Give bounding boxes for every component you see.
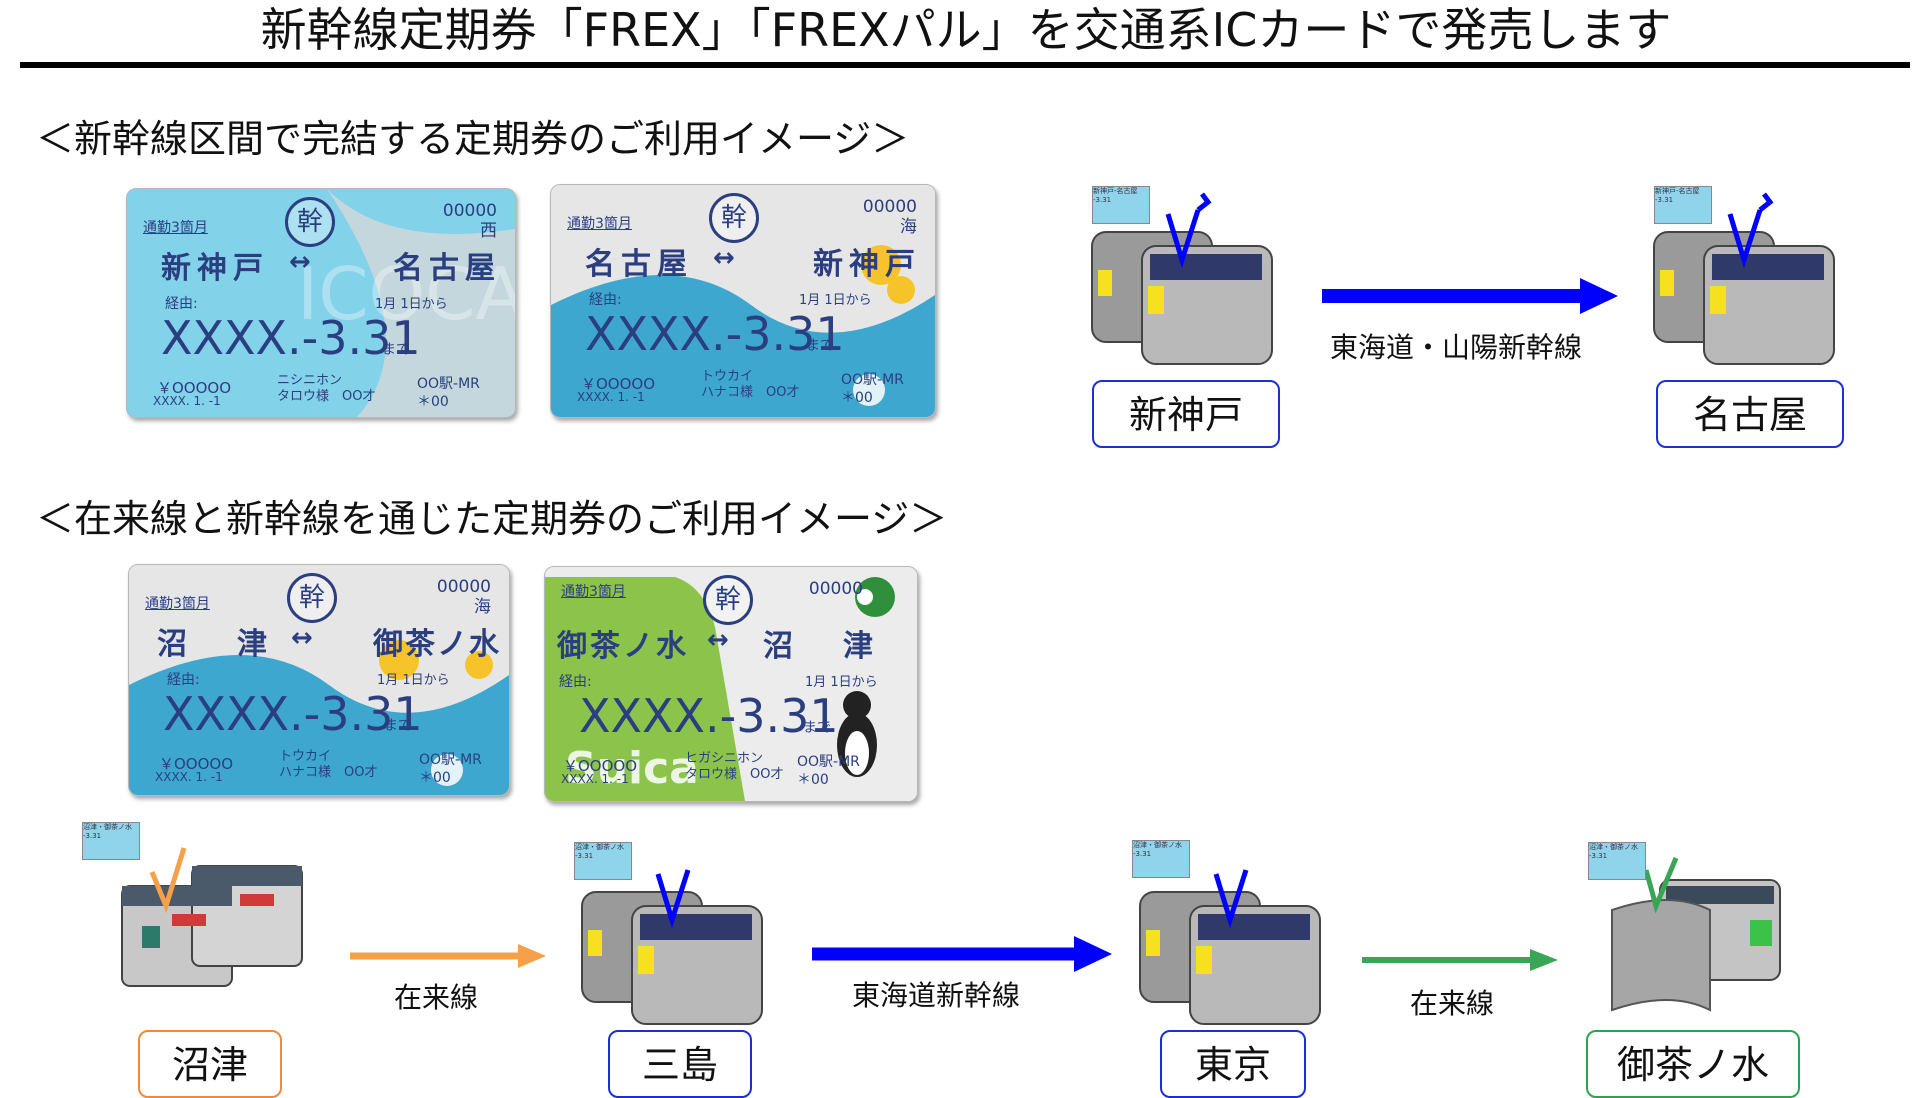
ticket-holder: トウカイハナコ様 OO才 <box>279 749 378 780</box>
ticket-to: 名古屋 <box>393 251 501 286</box>
shinkansen-mark-icon: 幹 <box>703 575 753 625</box>
ticket-serial: 00000 <box>808 579 863 599</box>
ticket-to: 御茶ノ水 <box>373 627 501 662</box>
ticket-via: 経由: <box>167 672 200 688</box>
page-title: 新幹線定期券「FREX」「FREXパル」を交通系ICカードで発売します <box>260 3 1672 57</box>
ticket-until: まで <box>384 718 412 734</box>
ticket-expiry: XXXX.-3.31 <box>161 311 421 365</box>
station-mishima: 三島 <box>608 1030 752 1098</box>
ticket-from: 沼 津 <box>157 627 277 662</box>
ticket-slip-icon: 新神戸-名古屋-3.31 <box>1654 186 1712 224</box>
ticket-gate-icon <box>1139 869 1321 1025</box>
ticket-slip-icon: 沼津・御茶ノ水-3.31 <box>574 842 632 880</box>
ticket-until: まで <box>803 720 831 736</box>
ticket-station: OO駅-MR＊00 <box>417 376 480 410</box>
station-tokyo: 東京 <box>1160 1030 1306 1098</box>
ticket-via: 経由: <box>589 292 622 308</box>
suica-watermark: Suica <box>565 743 699 794</box>
shinkansen-mark-icon: 幹 <box>709 193 759 243</box>
ticket-background: ICOCA <box>127 189 515 417</box>
ticket-expiry: XXXX.-3.31 <box>163 687 423 741</box>
station-shin-kobe: 新神戸 <box>1092 380 1280 448</box>
ticket-gate-icon <box>121 847 303 987</box>
ticket-expiry: XXXX.-3.31 <box>585 307 845 361</box>
ticket-holder: ニシニホンタロウ様 OO才 <box>277 373 376 404</box>
bidirectional-arrow-icon: ↔ <box>291 623 313 653</box>
ticket-slip-icon: 沼津・御茶ノ水-3.31 <box>1132 840 1190 878</box>
bidirectional-arrow-icon: ↔ <box>713 243 735 273</box>
ticket-slip-icon: 新神戸-名古屋-3.31 <box>1092 186 1150 224</box>
ticket-until: まで <box>806 338 834 354</box>
ticket-station: OO駅-MR＊00 <box>797 754 860 788</box>
conventional-arrow-green <box>1362 949 1558 971</box>
title-underline <box>20 62 1910 68</box>
ticket-date: XXXX. 1. -1 <box>577 390 645 404</box>
ticket-background: Suica <box>545 567 917 801</box>
ticket-from: 新神戸 <box>161 251 269 286</box>
ticket-price: ￥OOOOO <box>159 755 234 773</box>
ticket-holder: トウカイハナコ様 OO才 <box>701 369 800 400</box>
shinkansen-mark-icon: 幹 <box>285 197 335 247</box>
ticket-start: 1月 1日から <box>799 293 872 308</box>
ticket-price: ￥OOOOO <box>563 757 638 775</box>
ticket-start: 1月 1日から <box>805 675 878 690</box>
ticket-suica: Suica 通勤3箇月 00000 幹 御茶ノ水 ↔ 沼 津 経由: 1月 1日… <box>544 566 918 802</box>
ticket-from: 御茶ノ水 <box>557 629 689 664</box>
route-label-tokaido: 東海道新幹線 <box>852 979 1021 1012</box>
ticket-kind: 通勤3箇月 <box>145 596 210 612</box>
ticket-slip-icon: 沼津・御茶ノ水-3.31 <box>1588 842 1646 880</box>
ticket-gate-icon <box>1611 857 1781 1012</box>
ticket-kind: 通勤3箇月 <box>143 220 208 236</box>
ticket-station: OO駅-MR＊00 <box>841 372 904 406</box>
ticket-date: XXXX. 1. -1 <box>153 394 221 408</box>
ticket-slip-icon: 沼津・御茶ノ水-3.31 <box>82 822 140 860</box>
ticket-gate-icon <box>1653 192 1835 365</box>
station-ochanomizu: 御茶ノ水 <box>1586 1030 1800 1098</box>
shinkansen-mark-icon: 幹 <box>287 573 337 623</box>
ticket-station: OO駅-MR＊00 <box>419 752 482 786</box>
ticket-holder: ヒガシニホンタロウ様 OO才 <box>685 751 784 782</box>
ticket-via: 経由: <box>165 296 198 312</box>
ticket-kind: 通勤3箇月 <box>561 584 626 600</box>
ticket-until: まで <box>382 342 410 358</box>
ticket-start: 1月 1日から <box>377 673 450 688</box>
ticket-price: ￥OOOOO <box>581 375 656 393</box>
bidirectional-arrow-icon: ↔ <box>707 625 729 655</box>
ticket-to: 沼 津 <box>763 629 883 664</box>
shinkansen-arrow <box>1322 278 1618 314</box>
ticket-from: 名古屋 <box>585 247 693 282</box>
ticket-date: XXXX. 1. -1 <box>561 772 629 786</box>
conventional-arrow-orange <box>350 944 546 968</box>
station-numazu: 沼津 <box>138 1030 282 1098</box>
route-label-conventional-1: 在来線 <box>394 981 479 1014</box>
route-label-tokaido-sanyo: 東海道・山陽新幹線 <box>1330 331 1583 364</box>
ticket-expiry: XXXX.-3.31 <box>579 689 839 743</box>
section-heading-shinkansen-only: ＜新幹線区間で完結する定期券のご利用イメージ＞ <box>36 117 910 161</box>
ticket-price: ￥OOOOO <box>157 379 232 397</box>
ticket-to: 新神戸 <box>813 247 921 282</box>
ticket-background <box>129 565 509 795</box>
bidirectional-arrow-icon: ↔ <box>289 247 311 277</box>
route-label-conventional-2: 在来線 <box>1410 987 1495 1020</box>
ticket-kind: 通勤3箇月 <box>567 216 632 232</box>
ticket-gate-icon <box>581 869 763 1025</box>
ticket-via: 経由: <box>559 674 592 690</box>
icoca-watermark: ICOCA <box>297 252 516 336</box>
station-nagoya: 名古屋 <box>1656 380 1844 448</box>
ticket-date: XXXX. 1. -1 <box>155 770 223 784</box>
shinkansen-arrow <box>812 936 1112 972</box>
ticket-start: 1月 1日から <box>375 297 448 312</box>
section-heading-through-ticket: ＜在来線と新幹線を通じた定期券のご利用イメージ＞ <box>36 497 948 541</box>
ticket-gate-icon <box>1091 192 1273 365</box>
